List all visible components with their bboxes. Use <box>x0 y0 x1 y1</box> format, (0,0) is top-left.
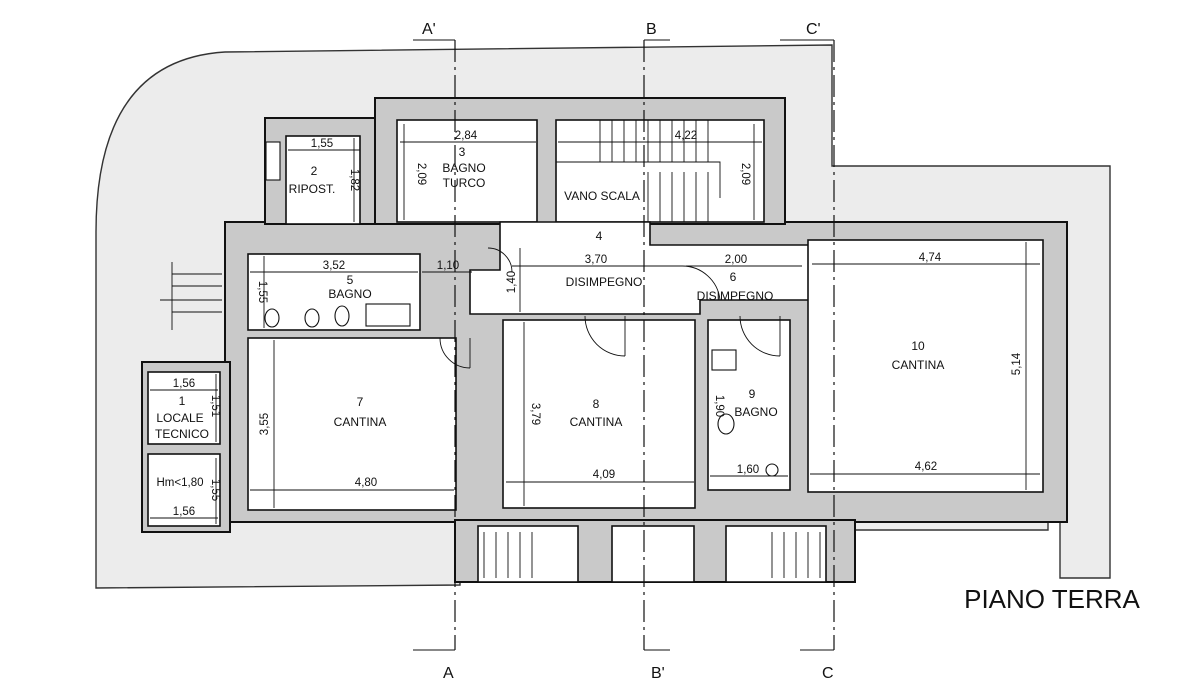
dimension-lines <box>150 124 1040 524</box>
room-name: CANTINA <box>570 415 623 429</box>
dim-label: 3,55 <box>259 413 271 435</box>
dim-label: 1,60 <box>737 464 759 476</box>
dim-label: 5,14 <box>1011 352 1023 375</box>
dim-label: 1,40 <box>506 271 518 293</box>
sink-icon <box>365 303 411 327</box>
section-lines: A' B C' A B' C <box>413 21 835 682</box>
room-name: VANO SCALA <box>564 189 640 203</box>
room-number: 2 <box>311 164 318 178</box>
dim-label: 2,09 <box>739 163 751 185</box>
section-label-a-bottom: A <box>443 665 454 682</box>
dim-label: 4,74 <box>919 252 942 264</box>
height-note: Hm<1,80 <box>157 477 204 489</box>
room-name: CANTINA <box>892 358 945 372</box>
room-name: TURCO <box>443 176 486 190</box>
drain-icon <box>765 463 779 477</box>
room-number: 8 <box>593 397 600 411</box>
room-name: CANTINA <box>334 415 387 429</box>
section-label-b-top: B <box>646 21 657 38</box>
dim-label: 4,62 <box>915 461 937 473</box>
room-name: BAGNO <box>328 287 371 301</box>
room-number: 3 <box>459 145 466 159</box>
room-name: TECNICO <box>155 427 209 441</box>
room-3-bagno-turco <box>396 119 538 223</box>
dim-label: 1,56 <box>173 506 195 518</box>
room-number: 1 <box>179 394 186 408</box>
room-name: RIPOST. <box>289 182 336 196</box>
room-name: DISIMPEGNO <box>697 289 774 303</box>
utility-box-icon <box>265 141 281 181</box>
room-9-bagno <box>707 319 791 491</box>
dim-label: 2,09 <box>415 163 427 185</box>
room-7-cantina <box>247 337 457 511</box>
section-label-b-bottom: B' <box>651 665 665 682</box>
doors <box>439 247 781 369</box>
room-number: 9 <box>749 387 756 401</box>
room-2-ripostiglio <box>285 135 361 225</box>
dim-label: 1,51 <box>209 395 221 417</box>
toilet-icon <box>264 308 280 328</box>
room-8-cantina <box>502 319 696 509</box>
entrance-step-c <box>725 525 827 583</box>
dim-label: 4,80 <box>355 477 377 489</box>
room-number: 7 <box>357 395 364 409</box>
dim-label: 3,52 <box>323 260 345 272</box>
sink-icon <box>711 349 737 371</box>
dim-label: 1,90 <box>713 395 725 417</box>
room-interiors <box>147 119 1044 583</box>
toilet-icon <box>717 413 735 435</box>
dim-label: 1,82 <box>348 169 360 191</box>
entrance-step-b <box>611 525 695 583</box>
dim-label: 1,55 <box>209 479 221 501</box>
room-1-low-area <box>147 453 221 527</box>
room-name: DISIMPEGNO <box>566 275 643 289</box>
entrance-step-a <box>477 525 579 583</box>
room-number: 4 <box>596 229 603 243</box>
staircase <box>160 120 821 578</box>
toilet-icon <box>304 308 320 328</box>
bidet-icon <box>334 305 350 327</box>
room-name: BAGNO <box>734 405 777 419</box>
drawing-title: PIANO TERRA <box>964 584 1140 614</box>
room-labels: 2 RIPOST. 3 BAGNO TURCO VANO SCALA 4 DIS… <box>155 145 944 489</box>
dim-label: 3,79 <box>529 403 541 425</box>
dim-label: 3,70 <box>585 254 607 266</box>
room-name: BAGNO <box>442 161 485 175</box>
dim-label: 4,22 <box>675 130 697 142</box>
section-label-c-top: C' <box>806 21 821 38</box>
room-name: LOCALE <box>156 411 203 425</box>
dim-label: 1,55 <box>256 281 268 303</box>
dim-label: 1,10 <box>437 260 459 272</box>
room-number: 5 <box>347 273 354 287</box>
section-label-c-bottom: C <box>822 665 834 682</box>
room-10-cantina <box>807 239 1044 493</box>
room-1-locale-tecnico <box>147 371 221 445</box>
dim-label: 1,56 <box>173 378 195 390</box>
room-number: 10 <box>911 339 925 353</box>
dim-label: 2,00 <box>725 254 747 266</box>
room-4-6-disimpegno <box>469 221 836 315</box>
room-number: 6 <box>730 270 737 284</box>
dim-label: 1,55 <box>311 138 333 150</box>
dim-label: 2,84 <box>455 130 478 142</box>
dim-label: 4,09 <box>593 469 615 481</box>
section-label-a-top: A' <box>422 21 436 38</box>
dimension-labels: 1,55 1,82 2,84 2,09 4,22 2,09 3,52 1,10 … <box>173 130 1023 518</box>
